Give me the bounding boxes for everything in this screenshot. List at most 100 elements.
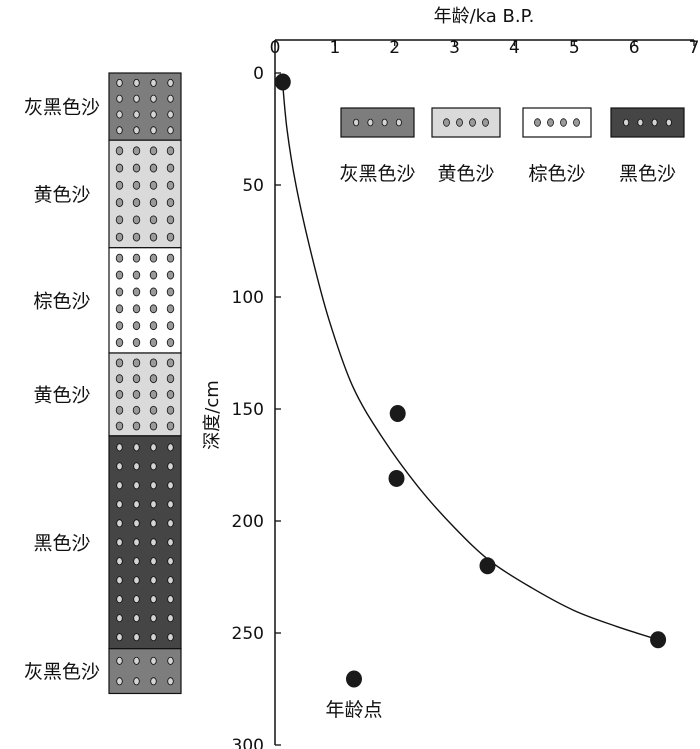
x-tick-label: 1 [329, 38, 340, 58]
sand-grain-mark [149, 180, 158, 190]
sand-grain-mark [133, 633, 140, 642]
sand-grain-mark [150, 538, 157, 547]
sand-grain-mark [115, 163, 124, 173]
sand-grain-mark [149, 321, 158, 331]
sand-grain-mark [116, 656, 123, 665]
x-tick-label: 3 [449, 38, 460, 58]
sand-grain-mark [167, 656, 174, 665]
sand-grain-mark [150, 481, 157, 490]
legend-label: 灰黑色沙 [339, 163, 415, 185]
sand-grain-mark [149, 215, 158, 225]
sand-grain-mark [133, 576, 140, 585]
strat-layer [108, 648, 182, 695]
sand-grain-mark [116, 126, 123, 135]
strat-layer-label: 棕色沙 [33, 290, 90, 312]
sand-grain-mark [133, 481, 140, 490]
y-tick-label: 0 [253, 64, 264, 84]
sand-grain-mark [132, 321, 141, 331]
sand-grain-mark [133, 500, 140, 509]
age-point [479, 557, 496, 575]
sand-grain-mark [115, 405, 124, 415]
sand-grain-mark [116, 110, 123, 119]
sand-grain-mark [166, 253, 175, 263]
sand-grain-mark [149, 287, 158, 297]
sand-grain-mark [133, 443, 140, 452]
sand-grain-mark [115, 421, 124, 431]
sand-grain-mark [167, 94, 174, 103]
sand-grain-mark [149, 198, 158, 207]
sand-grain-mark [167, 633, 174, 642]
sand-grain-mark [167, 481, 174, 490]
legend-swatch [610, 107, 685, 138]
sand-grain-mark [133, 595, 140, 604]
sand-grain-mark [149, 405, 158, 415]
legend-swatch [522, 107, 592, 138]
sand-grain-mark [482, 118, 489, 127]
age-point [388, 469, 405, 487]
age-point [389, 404, 406, 422]
age-point-legend-marker [346, 670, 362, 688]
sand-grain-mark [116, 519, 123, 528]
x-tick-label: 2 [389, 38, 400, 58]
sand-grain-mark [166, 232, 175, 242]
sand-grain-mark [132, 198, 141, 207]
sand-grain-mark [132, 358, 141, 368]
sand-grain-mark [651, 118, 658, 127]
sand-grain-mark [116, 557, 123, 566]
sand-grain-mark [573, 118, 580, 127]
y-axis-title: 深度/cm [202, 380, 223, 450]
strat-layer-label: 黄色沙 [33, 184, 90, 206]
sand-grain-mark [115, 253, 124, 263]
sand-grain-mark [149, 374, 158, 384]
sand-grain-mark [132, 304, 141, 314]
sand-grain-mark [166, 374, 175, 384]
sand-grain-mark [166, 215, 175, 225]
y-tick-label: 50 [242, 176, 264, 196]
sand-grain-mark [116, 538, 123, 547]
sand-grain-mark [132, 163, 141, 173]
sand-grain-mark [149, 232, 158, 242]
fit-curve-group [281, 77, 659, 641]
sand-grain-mark [149, 338, 158, 347]
sand-grain-mark [166, 421, 175, 431]
sand-grain-mark [132, 253, 141, 263]
sand-grain-mark [534, 118, 541, 127]
sand-grain-mark [665, 118, 672, 127]
sand-grain-mark [623, 118, 630, 127]
sand-grain-mark [115, 338, 124, 347]
x-tick-label: 7 [689, 38, 700, 58]
sand-grain-mark [166, 405, 175, 415]
sand-grain-mark [150, 576, 157, 585]
y-tick-label: 200 [232, 512, 264, 532]
sand-grain-mark [132, 405, 141, 415]
sand-grain-mark [560, 118, 567, 127]
sand-grain-mark [167, 443, 174, 452]
sand-grain-mark [115, 270, 124, 280]
fit-curve [281, 77, 659, 641]
sand-grain-mark [133, 656, 140, 665]
sand-grain-mark [133, 519, 140, 528]
x-tick-label: 0 [270, 38, 281, 58]
sand-grain-mark [115, 198, 124, 207]
y-tick-label: 300 [232, 736, 264, 749]
sand-grain-mark [132, 270, 141, 280]
age-points [274, 73, 667, 688]
sand-grain-mark [150, 656, 157, 665]
sand-grain-mark [115, 146, 124, 156]
sand-grain-mark [115, 358, 124, 368]
sand-grain-mark [116, 576, 123, 585]
sand-grain-mark [115, 304, 124, 314]
sand-grain-mark [150, 500, 157, 509]
sand-grain-mark [133, 614, 140, 623]
sand-grain-mark [149, 253, 158, 263]
sand-grain-mark [149, 421, 158, 431]
x-tick-label: 4 [509, 38, 520, 58]
sand-grain-mark [166, 180, 175, 190]
sand-grain-mark [150, 462, 157, 471]
x-axis-title: 年龄/ka B.P. [434, 6, 535, 27]
sand-grain-mark [132, 374, 141, 384]
sand-grain-mark [116, 677, 123, 686]
sand-grain-mark [167, 78, 174, 87]
